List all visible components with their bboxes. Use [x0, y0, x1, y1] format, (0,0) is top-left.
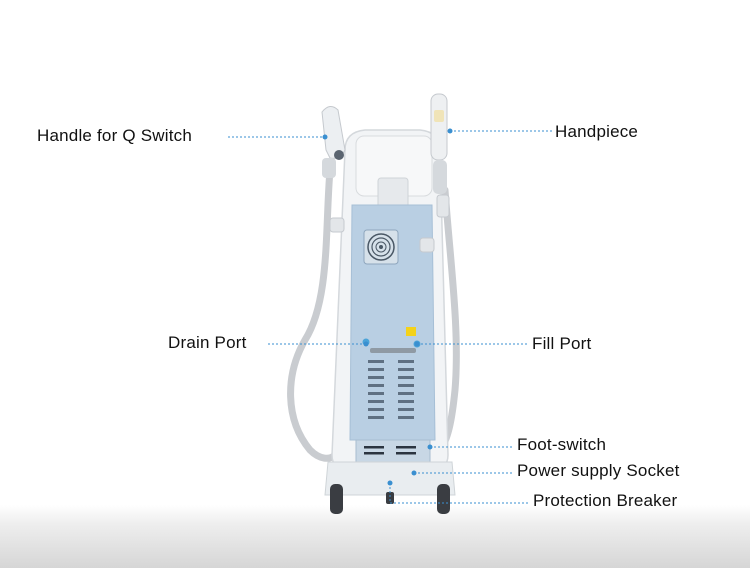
dot-breaker: [387, 480, 393, 486]
wheel-left: [330, 484, 343, 514]
dot-q-switch: [322, 134, 328, 140]
fill-port-warning: [406, 327, 416, 336]
vent-slots: [368, 360, 414, 419]
right-cable: [436, 186, 460, 454]
dot-drain: [363, 341, 369, 347]
label-power-socket: Power supply Socket: [517, 461, 680, 480]
label-fill-port: Fill Port: [532, 334, 592, 353]
label-drain-port: Drain Port: [168, 333, 247, 352]
label-q-switch: Handle for Q Switch: [37, 126, 192, 145]
dot-foot: [427, 444, 433, 450]
leader-breaker: [389, 483, 528, 504]
floor-shadow: [0, 505, 750, 568]
machine-base: [324, 461, 456, 496]
left-cable: [287, 166, 339, 462]
dot-fill: [414, 341, 420, 347]
label-foot-switch: Foot-switch: [517, 435, 607, 454]
fan-grill: [367, 233, 395, 261]
dot-handpiece: [447, 128, 453, 134]
dot-power: [411, 470, 417, 476]
label-handpiece: Handpiece: [555, 122, 639, 141]
label-protection-breaker: Protection Breaker: [533, 491, 678, 510]
wheel-right: [437, 484, 450, 514]
